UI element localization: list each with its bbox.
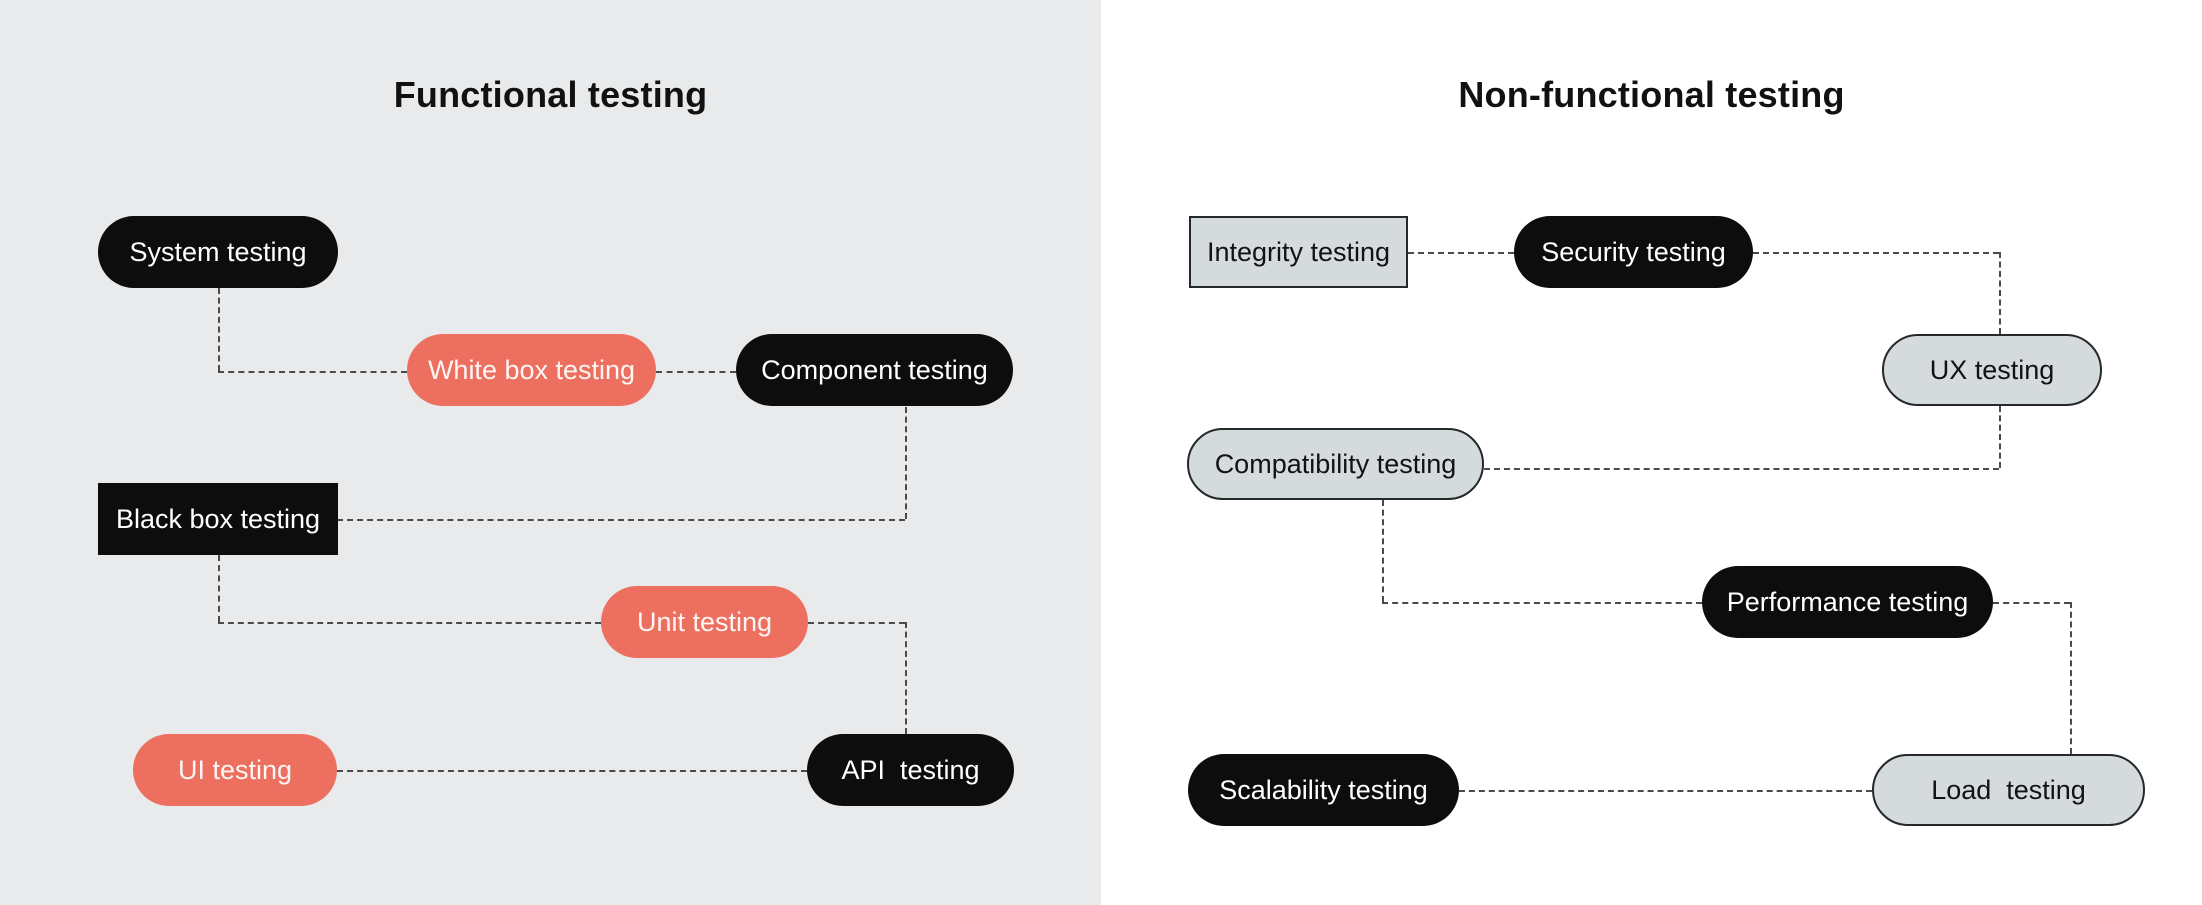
connector-performance-to-load-horizontal — [1993, 602, 2070, 604]
connector-system-to-whitebox-vertical — [218, 288, 220, 371]
connector-security-to-ux-horizontal — [1753, 252, 1999, 254]
connector-security-to-ux-vertical — [1999, 252, 2001, 334]
connector-system-to-whitebox-horizontal — [218, 371, 407, 373]
connector-ux-to-compatibility-vertical — [1999, 406, 2001, 468]
connector-component-to-blackbox-vertical — [905, 407, 907, 519]
node-security-testing-label: Security testing — [1541, 236, 1726, 267]
node-integrity-testing-label: Integrity testing — [1206, 236, 1391, 267]
connector-compatibility-to-performance-vertical — [1382, 500, 1384, 602]
node-ux-testing[interactable]: UX testing — [1882, 334, 2102, 406]
connector-ui-to-api — [337, 770, 807, 772]
node-white-box-testing[interactable]: White box testing — [407, 334, 656, 406]
connector-ux-to-compatibility-horizontal — [1484, 468, 1999, 470]
node-white-box-testing-label: White box testing — [427, 354, 636, 385]
connector-component-to-blackbox-horizontal — [337, 519, 905, 521]
node-black-box-testing-label: Black box testing — [115, 503, 321, 534]
node-unit-testing[interactable]: Unit testing — [601, 586, 808, 658]
node-black-box-testing[interactable]: Black box testing — [98, 483, 338, 555]
connector-unit-to-api-horizontal — [808, 622, 905, 624]
connector-scalability-to-load — [1459, 790, 1872, 792]
connector-integrity-to-security — [1408, 252, 1514, 254]
node-system-testing[interactable]: System testing — [98, 216, 338, 288]
node-system-testing-label: System testing — [129, 236, 307, 267]
node-api-testing-label: API testing — [841, 754, 980, 785]
connector-performance-to-load-vertical — [2070, 602, 2072, 754]
node-load-testing[interactable]: Load testing — [1872, 754, 2145, 826]
node-ui-testing-label: UI testing — [177, 754, 293, 785]
connector-whitebox-to-component — [656, 371, 736, 373]
connector-compatibility-to-performance-horizontal — [1382, 602, 1702, 604]
node-component-testing-label: Component testing — [761, 354, 988, 385]
node-compatibility-testing[interactable]: Compatibility testing — [1187, 428, 1484, 500]
functional-testing-title: Functional testing — [393, 74, 708, 115]
node-security-testing[interactable]: Security testing — [1514, 216, 1753, 288]
node-scalability-testing[interactable]: Scalability testing — [1188, 754, 1459, 826]
connector-unit-to-api-vertical — [905, 622, 907, 734]
node-ux-testing-label: UX testing — [1929, 354, 2055, 385]
connector-blackbox-to-unit-vertical — [218, 555, 220, 622]
node-load-testing-label: Load testing — [1931, 774, 2086, 805]
non-functional-testing-title: Non-functional testing — [1458, 74, 1845, 115]
node-performance-testing[interactable]: Performance testing — [1702, 566, 1993, 638]
node-compatibility-testing-label: Compatibility testing — [1214, 448, 1457, 479]
node-component-testing[interactable]: Component testing — [736, 334, 1013, 406]
connector-blackbox-to-unit-horizontal — [218, 622, 601, 624]
node-unit-testing-label: Unit testing — [636, 606, 773, 637]
node-ui-testing[interactable]: UI testing — [133, 734, 337, 806]
node-integrity-testing[interactable]: Integrity testing — [1189, 216, 1408, 288]
node-scalability-testing-label: Scalability testing — [1219, 774, 1428, 805]
node-performance-testing-label: Performance testing — [1726, 586, 1969, 617]
node-api-testing[interactable]: API testing — [807, 734, 1014, 806]
